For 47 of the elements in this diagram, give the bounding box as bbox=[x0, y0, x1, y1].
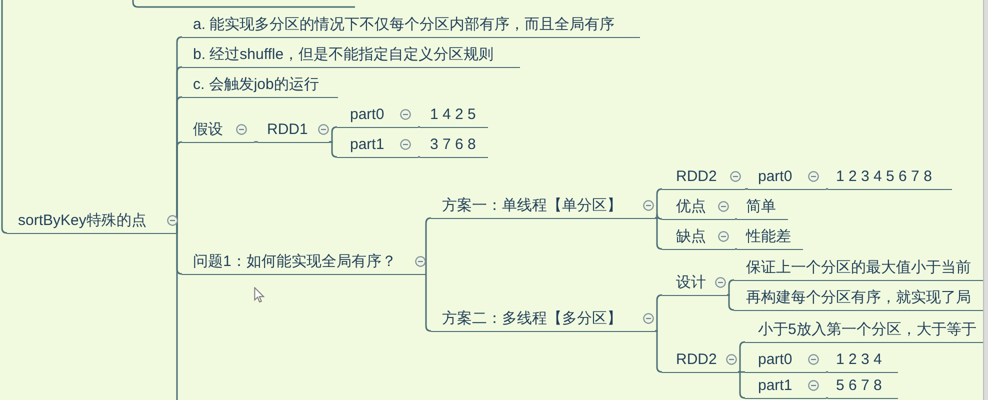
topic-label: RDD1 bbox=[267, 120, 308, 139]
connector-line bbox=[826, 188, 828, 190]
connector-line bbox=[329, 126, 338, 143]
topic-label: 方案二：多线程【多分区】 bbox=[442, 310, 622, 328]
topic-label: 缺点 bbox=[676, 228, 706, 246]
topic-label: part1 bbox=[350, 136, 384, 154]
topic-label: 简单 bbox=[746, 198, 776, 216]
topic-label: 设计 bbox=[676, 274, 706, 292]
connector-line bbox=[254, 141, 258, 143]
connector-line bbox=[418, 156, 420, 158]
topic-label: 问题1：如何能实现全局有序？ bbox=[193, 252, 396, 271]
topic-label: 性能差 bbox=[746, 228, 791, 246]
topic-label: part0 bbox=[350, 106, 384, 124]
connector-line bbox=[418, 126, 420, 128]
topic-label: 优点 bbox=[676, 198, 706, 216]
topic-label: 保证上一个分区的最大值小于当前 bbox=[746, 258, 971, 277]
topic-label: part0 bbox=[758, 168, 792, 186]
topic-label: c. 会触发job的运行 bbox=[193, 76, 319, 94]
connector-line bbox=[329, 141, 338, 158]
topic-label: b. 经过shuffle，但是不能指定自定义分区规则 bbox=[193, 46, 494, 64]
topic-label: 1 4 2 5 bbox=[430, 106, 476, 124]
topic-label: RDD2 bbox=[676, 350, 717, 369]
topic-label: a. 能实现多分区的情况下不仅每个分区内部有序，而且全局有序 bbox=[193, 16, 615, 34]
connector-line bbox=[826, 371, 828, 373]
topic-label: 小于5放入第一个分区，大于等于 bbox=[758, 320, 976, 339]
connector-line bbox=[176, 233, 178, 400]
connector-line bbox=[727, 279, 734, 296]
connector-line bbox=[1, 0, 8, 234]
connector-line bbox=[738, 371, 745, 373]
connector-line bbox=[735, 248, 737, 250]
topic-label: part0 bbox=[758, 350, 792, 369]
topic-label: 方案一：单线程【单分区】 bbox=[442, 196, 622, 215]
topic-label: part1 bbox=[758, 376, 792, 395]
topic-label: 5 6 7 8 bbox=[836, 376, 882, 395]
topic-label: 3 7 6 8 bbox=[430, 136, 476, 154]
topic-label: 再构建每个分区有序，就实现了局 bbox=[746, 288, 971, 307]
connector-line bbox=[826, 397, 828, 399]
connector-line bbox=[176, 141, 182, 233]
topic-label: 假设 bbox=[193, 120, 223, 139]
connector-line bbox=[745, 188, 748, 190]
topic-label: 1 2 3 4 bbox=[836, 350, 882, 369]
topic-label: sortByKey特殊的点 bbox=[18, 212, 146, 230]
topic-label: RDD2 bbox=[676, 168, 717, 186]
topic-label: 1 2 3 4 5 6 7 8 bbox=[836, 168, 932, 186]
connector-line bbox=[735, 218, 737, 220]
connector-line bbox=[655, 213, 662, 220]
connector-line bbox=[727, 294, 734, 311]
